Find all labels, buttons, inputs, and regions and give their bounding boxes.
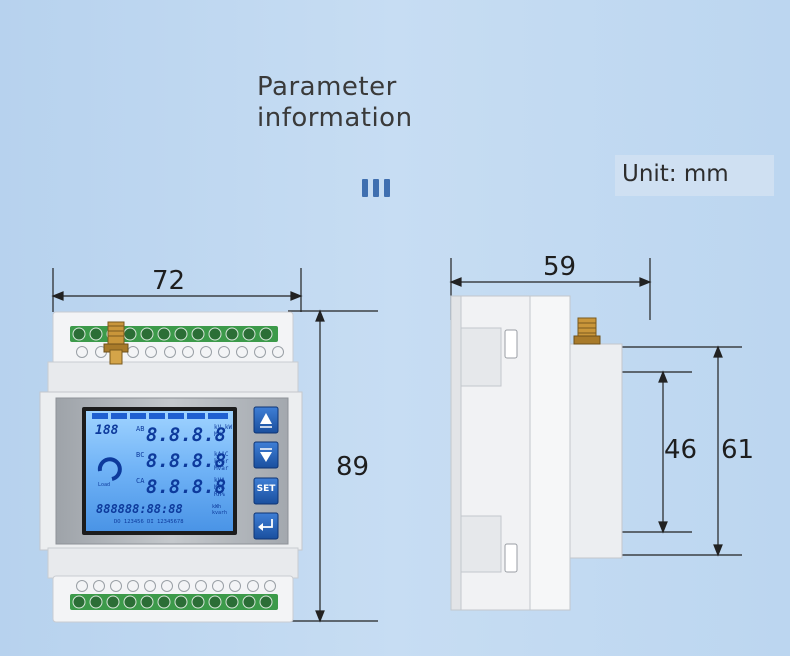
- lcd-row3-digits: 8.8.8.8: [146, 476, 227, 498]
- bottom-terminals: [70, 580, 278, 610]
- title-line-2: information: [257, 103, 413, 133]
- lcd-text: 188 AB 8.8.8.8 kV kW MW BC 8.8.8.8 kA°C …: [86, 420, 233, 530]
- lcd-row2-sub: BC: [136, 451, 145, 459]
- lcd-load-label: Load: [98, 482, 111, 488]
- unit-box: [615, 155, 774, 196]
- title-line-1: Parameter: [257, 72, 397, 102]
- front-width-dimension: [51, 268, 303, 312]
- side-depth-dimension: [449, 258, 652, 320]
- lcd-footer: DO 123456 DI 12345678: [114, 519, 184, 525]
- side-inner-height-dimension: [622, 370, 692, 534]
- lcd-row1-units: kV kW MW: [214, 424, 233, 438]
- side-antenna-connector: [573, 317, 601, 345]
- front-height-dimension: [288, 309, 378, 623]
- side-depth-label: 59: [543, 252, 577, 282]
- lcd-row3-sub: CA: [136, 477, 145, 485]
- lcd-row1-sub: AB: [136, 425, 145, 433]
- antenna-connector: [103, 321, 129, 365]
- lcd-row2-digits: 8.8.8.8: [146, 450, 227, 472]
- lcd-row1-digits: 8.8.8.8: [146, 424, 227, 446]
- side-outer-height-label: 61: [721, 435, 755, 465]
- front-width-label: 72: [152, 266, 186, 296]
- lcd-row4-digits: 888888:88:88: [96, 502, 183, 516]
- side-outer-height-dimension: [622, 345, 742, 557]
- unit-label: Unit: mm: [622, 161, 729, 187]
- set-button-label[interactable]: SET: [256, 484, 276, 494]
- front-buttons: [253, 406, 279, 540]
- lcd-display: [82, 407, 237, 535]
- lcd-row1-number: 188: [95, 423, 119, 438]
- front-height-label: 89: [336, 452, 370, 482]
- decorative-bars: [362, 179, 395, 201]
- lcd-row3-units: kVA MVA RH%: [214, 477, 225, 498]
- lcd-row2-units: kA°C kvar Mvar: [214, 451, 229, 472]
- lcd-row4-units: kWh kvarh: [212, 504, 228, 516]
- page-title: Parameter information: [257, 72, 413, 134]
- side-inner-height-label: 46: [664, 435, 698, 465]
- side-housing: [450, 295, 623, 611]
